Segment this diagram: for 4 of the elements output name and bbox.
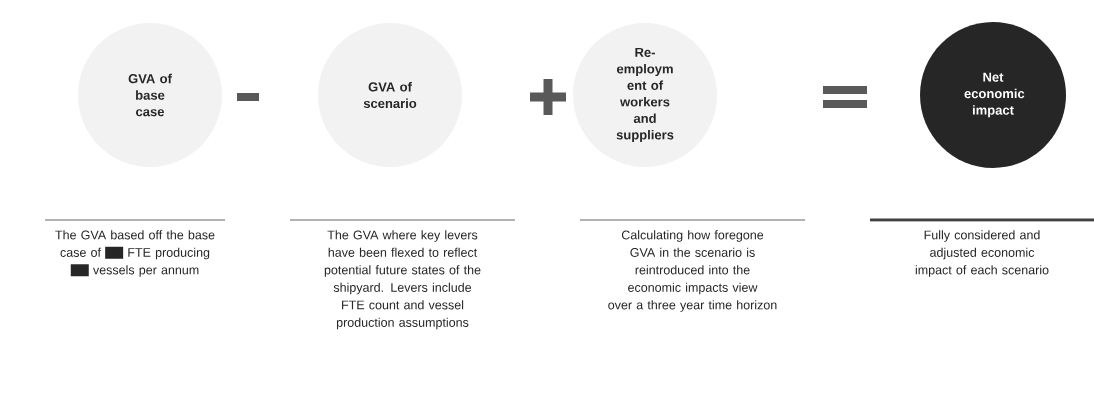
description-text: The GVA based off the base case of FTE producing vessels per annum — [55, 230, 215, 277]
description-text: The GVA where key levers have been flexed to reflect potential future states of the shipyard. Levers include FTE count and vessel production assumptions — [324, 230, 481, 330]
description-text: Fully considered and adjusted economic impact of each scenario — [915, 230, 1049, 277]
description-text: Calculating how foregone GVA in the scenario is reintroduced into the economic impacts view over a three year time horizon — [608, 230, 777, 312]
